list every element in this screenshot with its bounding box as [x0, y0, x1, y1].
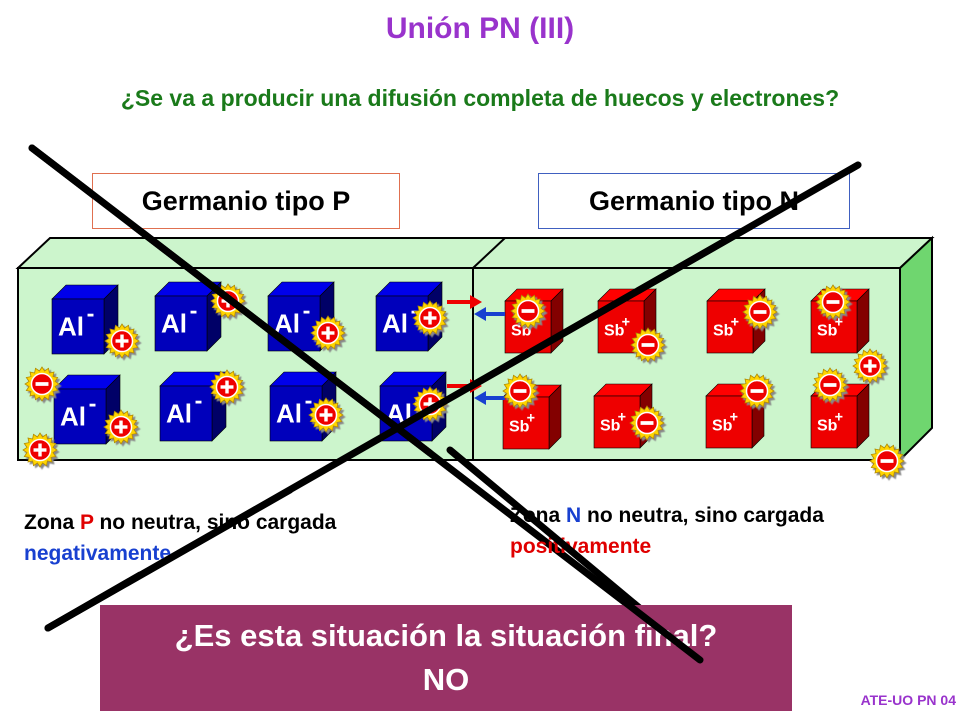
hole — [209, 369, 245, 405]
electron — [630, 327, 666, 363]
hole — [852, 348, 888, 384]
acceptor-ion: Al- — [51, 284, 119, 355]
hole — [22, 432, 58, 468]
ion-label: Al — [382, 308, 408, 338]
question-text: ¿Se va a producir una difusión completa … — [120, 85, 840, 111]
electron — [510, 293, 546, 329]
ion-charge: + — [618, 410, 626, 426]
ion-charge: + — [731, 315, 739, 331]
electron — [869, 443, 905, 479]
zone-n-text: Zona N no neutra, sino cargada positivam… — [510, 504, 824, 558]
electron — [502, 373, 538, 409]
electron — [629, 405, 665, 441]
ion-label: Al — [166, 398, 192, 428]
ion-charge: + — [835, 410, 843, 426]
electron — [739, 373, 775, 409]
page-title: Unión PN (III) — [385, 12, 575, 45]
ion-charge: + — [527, 411, 535, 427]
ion-charge: - — [190, 297, 198, 323]
ion-label: Sb — [817, 417, 838, 434]
ion-label: Sb — [712, 417, 733, 434]
ion-label: Al — [276, 398, 302, 428]
ion-charge: - — [303, 297, 311, 323]
ion-charge: - — [195, 387, 203, 413]
hole — [310, 315, 346, 351]
acceptor-ion: Al- — [154, 281, 222, 352]
ion-label: Al — [161, 308, 187, 338]
ion-label: Sb — [600, 417, 621, 434]
zone-p-text: Zona P no neutra, sino cargada negativam… — [24, 511, 337, 565]
electron — [24, 366, 60, 402]
ion-charge: + — [730, 410, 738, 426]
p-type-label: Germanio tipo P — [92, 173, 400, 229]
ion-label: Al — [58, 311, 84, 341]
ion-charge: + — [622, 315, 630, 331]
n-type-label: Germanio tipo N — [538, 173, 850, 229]
ion-charge: - — [89, 390, 97, 416]
hole — [308, 397, 344, 433]
hole — [103, 409, 139, 445]
ion-label: Sb — [509, 418, 530, 435]
hole — [412, 300, 448, 336]
final-question-line1: ¿Es esta situación la situación final? — [174, 618, 718, 653]
electron — [815, 284, 851, 320]
final-question-box: ¿Es esta situación la situación final? N… — [100, 605, 792, 711]
electron — [742, 294, 778, 330]
electron — [812, 367, 848, 403]
ion-label: Al — [60, 401, 86, 431]
slide-footer: ATE-UO PN 04 — [860, 692, 956, 708]
final-question-answer: NO — [422, 662, 470, 697]
hole — [104, 323, 140, 359]
ion-charge: - — [87, 300, 95, 326]
